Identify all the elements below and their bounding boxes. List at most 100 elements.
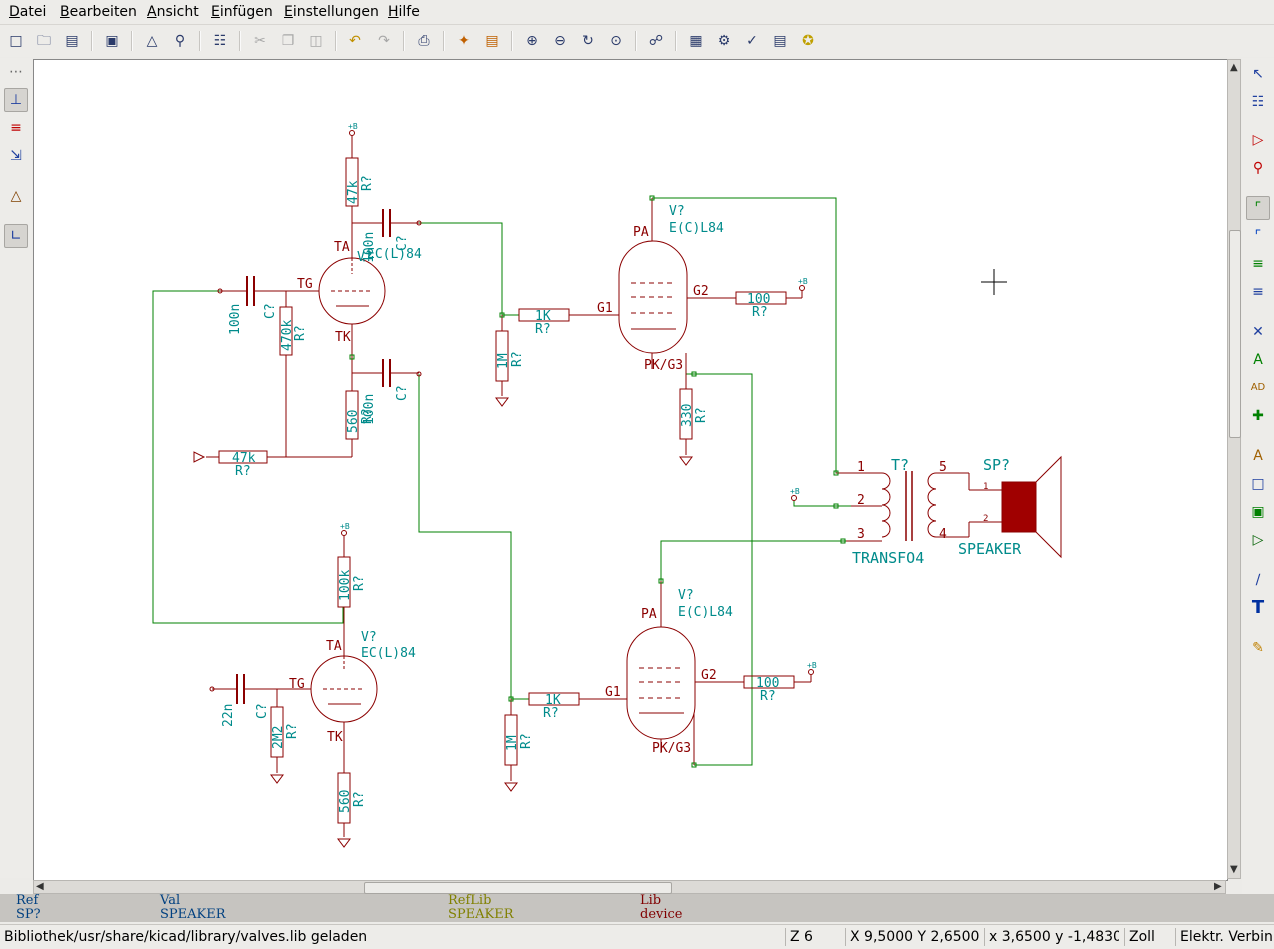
delete-icon[interactable]: ✎ — [1252, 640, 1264, 656]
new-icon[interactable]: □ — [9, 33, 23, 49]
undo-icon[interactable]: ↶ — [349, 33, 361, 49]
menu-bearbeiten[interactable]: Bearbeiten — [60, 4, 137, 20]
resistor-ref: R? — [360, 408, 375, 424]
power-b1: +B — [348, 122, 358, 131]
menu-ansicht[interactable]: Ansicht — [147, 4, 199, 20]
navigate-hierarchy-icon[interactable]: △ — [146, 33, 158, 49]
bus-entry-icon[interactable]: ⇲ — [10, 148, 22, 164]
status-message: Bibliothek/usr/share/kicad/library/valve… — [4, 929, 368, 945]
erc-icon[interactable]: ▦ — [689, 33, 703, 49]
horizontal-scroll-thumb[interactable] — [364, 882, 672, 894]
reflib-value: SPEAKER — [448, 907, 514, 922]
menu-bar: Datei Bearbeiten Ansicht Einfügen Einste… — [0, 0, 1274, 25]
scroll-up-icon[interactable]: ▲ — [1230, 62, 1238, 73]
place-power-icon[interactable]: ⚲ — [1252, 160, 1264, 176]
resistor-value: 560 — [346, 410, 361, 433]
save-project-icon[interactable]: ▤ — [65, 33, 79, 49]
import-sheet-pin-icon[interactable]: ▣ — [1251, 504, 1265, 520]
vertical-scroll-thumb[interactable] — [1229, 230, 1241, 438]
save-sheet-icon[interactable]: ▣ — [105, 33, 119, 49]
open-icon[interactable]: 🗀 — [37, 33, 51, 49]
ref-v3: V? — [669, 204, 685, 219]
zoom-out-icon[interactable]: ⊖ — [554, 33, 566, 49]
place-component-icon[interactable]: ▷ — [1252, 132, 1264, 148]
cut-icon[interactable]: ✂ — [254, 33, 266, 49]
cvpcb-icon[interactable]: ▤ — [773, 33, 787, 49]
grid-icon[interactable]: ⋯ — [9, 64, 23, 80]
menu-einfuegen[interactable]: Einfügen — [211, 4, 273, 20]
cursor-units-icon[interactable]: ⊥ — [4, 88, 28, 112]
zoom-fit-icon[interactable]: ⊙ — [610, 33, 622, 49]
speaker-magnet — [1001, 481, 1037, 533]
resistor-ref: R? — [519, 733, 534, 749]
annotate-icon[interactable]: ▤ — [485, 33, 499, 49]
scroll-left-icon[interactable]: ◀ — [36, 881, 44, 892]
hierarchical-pin-icon[interactable]: ▷ — [1252, 532, 1264, 548]
menu-einstellungen[interactable]: Einstellungen — [284, 4, 379, 20]
val-v4: E(C)L84 — [678, 605, 733, 620]
horizontal-scrollbar[interactable]: ◀ ▶ — [33, 880, 1226, 894]
pentode-2-envelope — [626, 626, 696, 740]
resistor-value: 1K — [535, 309, 551, 324]
label-tg1: TG — [297, 277, 313, 292]
menu-datei[interactable]: Datei — [9, 4, 47, 20]
netlist-icon[interactable]: ✦ — [458, 33, 470, 49]
zoom-in-icon[interactable]: ⊕ — [526, 33, 538, 49]
global-label-icon[interactable]: AD — [1250, 382, 1266, 393]
scroll-down-icon[interactable]: ▼ — [1230, 864, 1238, 875]
bus-to-bus-entry-icon[interactable]: ≡ — [1252, 284, 1264, 300]
bom-icon[interactable]: ✓ — [746, 33, 758, 49]
find-icon[interactable]: ⚲ — [174, 33, 186, 49]
val-label: Val — [160, 893, 181, 908]
place-wire-icon[interactable]: ⌜ — [1246, 196, 1270, 220]
capacitor-ref: C? — [395, 385, 410, 401]
redo-icon[interactable]: ↷ — [378, 33, 390, 49]
resistor-ref: R? — [752, 305, 768, 320]
label-t2: 2 — [857, 493, 865, 508]
ref-v1: V? — [357, 250, 373, 265]
val-speaker: SPEAKER — [958, 540, 1022, 558]
graphic-line-icon[interactable]: ∕ — [1255, 572, 1261, 588]
place-bus-icon[interactable]: ⌜ — [1254, 228, 1262, 244]
hierarchical-sheet-icon[interactable]: □ — [1251, 476, 1265, 492]
component-icon[interactable]: △ — [10, 188, 22, 204]
label-t4: 4 — [939, 527, 947, 542]
wires — [152, 197, 851, 766]
ref-value: SP? — [16, 907, 41, 922]
schematic-canvas[interactable]: TA TG TK TA TG TK PA G1 G2 PK/G3 PA G1 G… — [33, 59, 1228, 881]
select-icon[interactable]: ↖ — [1252, 66, 1264, 82]
label-ta1: TA — [334, 240, 350, 255]
schematic-drawing[interactable]: TA TG TK TA TG TK PA G1 G2 PK/G3 PA G1 G… — [34, 60, 1227, 880]
val-transformer: TRANSFO4 — [852, 549, 924, 567]
net-label-icon[interactable]: A — [1253, 352, 1263, 368]
main-toolbar: □ 🗀 ▤ ▣ △ ⚲ ☷ ✂ ❐ ◫ ↶ ↷ ⎙ ✦ ▤ ⊕ ⊖ ↻ ⊙ ☍ … — [0, 25, 1274, 57]
hidden-pins-icon[interactable]: ≡ — [10, 120, 22, 136]
capacitor-ref: C? — [263, 303, 278, 319]
netlist-gen-icon[interactable]: ⚙ — [717, 33, 731, 49]
pcbnew-icon[interactable]: ✪ — [802, 33, 814, 49]
resistor-ref: R? — [543, 706, 559, 721]
paste-icon[interactable]: ◫ — [309, 33, 323, 49]
wire-to-bus-entry-icon[interactable]: ≡ — [1252, 256, 1264, 272]
capacitor-value: 100n — [362, 232, 377, 263]
label-t1: 1 — [857, 460, 865, 475]
zoom-redraw-icon[interactable]: ↻ — [582, 33, 594, 49]
find-component-icon[interactable]: ☍ — [648, 33, 664, 49]
copy-icon[interactable]: ❐ — [281, 33, 295, 49]
graphic-text-icon[interactable]: T — [1251, 597, 1265, 618]
resistor-ref: R? — [510, 351, 525, 367]
vertical-scrollbar[interactable]: ▲ ▼ — [1227, 59, 1241, 879]
scroll-right-icon[interactable]: ▶ — [1214, 881, 1222, 892]
menu-hilfe[interactable]: Hilfe — [388, 4, 420, 20]
library-editor-icon[interactable]: ☷ — [213, 33, 227, 49]
no-connect-icon[interactable]: ✕ — [1252, 324, 1264, 340]
orthogonal-lines-icon[interactable]: ∟ — [4, 224, 28, 248]
print-icon[interactable]: ⎙ — [418, 33, 430, 49]
hierarchy-navigate-icon[interactable]: ☷ — [1251, 94, 1265, 110]
left-toolbar: ⋯ ⊥ ≡ ⇲ △ ∟ — [0, 58, 32, 878]
capacitor-ref: C? — [255, 703, 270, 719]
junction-icon[interactable]: ✚ — [1252, 408, 1264, 424]
hierarchical-label-icon[interactable]: A — [1253, 448, 1263, 464]
label-g1b: G1 — [605, 685, 621, 700]
resistor-ref: R? — [360, 175, 375, 191]
